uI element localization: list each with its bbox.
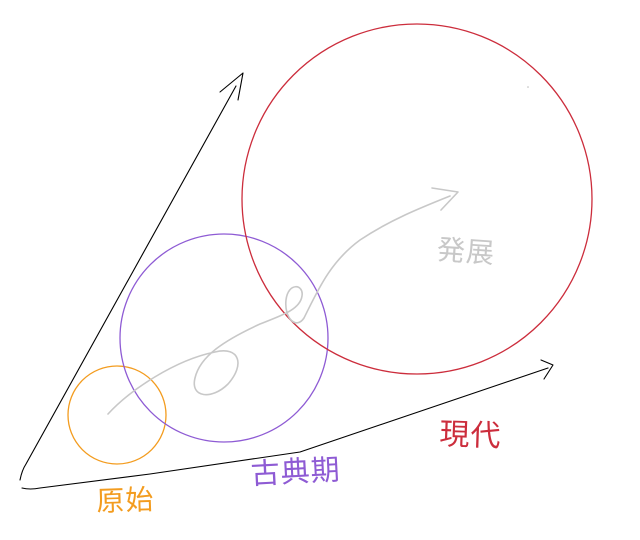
axes <box>19 72 554 490</box>
classical-circle <box>119 233 329 443</box>
horizontal-axis-arrowhead-icon <box>540 359 554 380</box>
vertical-axis-line <box>19 85 237 481</box>
development-curve <box>107 195 451 415</box>
label-classical-period: 古典期 <box>249 452 342 491</box>
development-arrow <box>107 187 459 415</box>
label-modern: 現代 <box>438 417 503 455</box>
origin-circle <box>67 365 167 465</box>
development-arrowhead-icon <box>431 187 459 211</box>
vertical-axis-arrowhead-icon <box>219 72 244 101</box>
label-development: 発展 <box>435 233 497 270</box>
label-origin: 原始 <box>95 482 156 518</box>
stray-dot <box>527 86 529 88</box>
modern-circle <box>241 23 593 375</box>
horizontal-axis-line <box>21 367 549 490</box>
